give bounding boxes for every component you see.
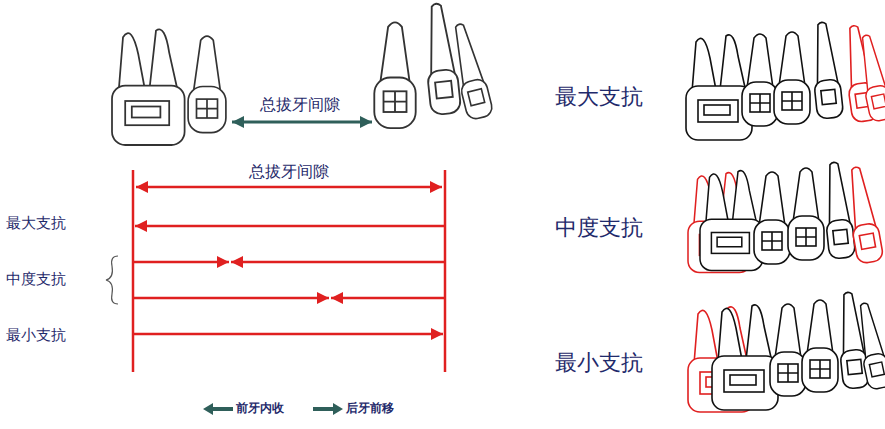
bracket	[106, 256, 118, 304]
space-label: 总拔牙间隙	[258, 95, 342, 114]
anchorage-label: 最大支抗	[553, 84, 645, 110]
legend-item: 前牙内收	[203, 400, 284, 417]
anchorage-arrows	[133, 170, 445, 372]
tooth-row	[688, 161, 884, 272]
anchorage-label: 中度支抗	[4, 270, 68, 288]
legend-arrow	[203, 403, 233, 415]
legend-item: 后牙前移	[313, 400, 394, 417]
legend-text: 后牙前移	[346, 400, 394, 417]
space-arrow	[232, 121, 372, 124]
anchorage-label: 中度支抗	[553, 215, 645, 241]
tooth-row	[688, 291, 885, 412]
space-label: 总拔牙间隙	[247, 162, 331, 181]
legend-text: 前牙内收	[236, 400, 284, 417]
anchorage-label: 最小支抗	[4, 326, 68, 344]
tooth-row	[686, 21, 885, 140]
anchorage-label: 最大支抗	[4, 214, 68, 232]
anchorage-label: 最小支抗	[553, 350, 645, 376]
legend-arrow	[313, 403, 343, 415]
tooth-illustration	[112, 2, 494, 145]
